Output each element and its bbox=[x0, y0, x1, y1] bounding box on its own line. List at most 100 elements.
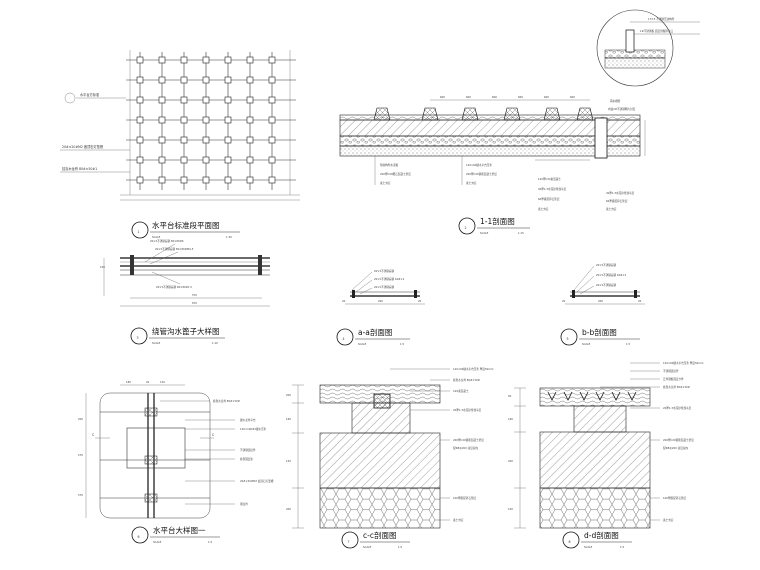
section-view-7: 200 160 150 200 120×60硬木平台压条 厚度50mm 挂靠木龙… bbox=[286, 367, 494, 529]
title-block-6: 6 水平台大样图一 SCALE 1:5 bbox=[131, 525, 220, 544]
plan-node bbox=[180, 176, 188, 184]
sec2-pier bbox=[373, 107, 391, 121]
svg-text:20×5不锈钢扁钢: 20×5不锈钢扁钢 bbox=[596, 263, 616, 267]
sec8-clip bbox=[611, 391, 621, 401]
svg-text:570: 570 bbox=[78, 493, 83, 497]
plan-node bbox=[180, 116, 188, 124]
svg-text:SCALE: SCALE bbox=[153, 540, 162, 544]
svg-text:挂靠木龙骨 80#×50#: 挂靠木龙骨 80#×50# bbox=[663, 385, 690, 389]
sec8-pier bbox=[573, 405, 627, 433]
svg-text:20×5不锈钢扁钢: 20×5不锈钢扁钢 bbox=[596, 283, 616, 287]
svg-text:SCALE: SCALE bbox=[584, 545, 593, 549]
svg-text:SCALE: SCALE bbox=[152, 235, 161, 239]
plan-node bbox=[202, 76, 210, 84]
svg-text:20厚1:3水泥砂浆找平层: 20厚1:3水泥砂浆找平层 bbox=[453, 408, 482, 412]
svg-text:100: 100 bbox=[100, 265, 105, 269]
title-block-1: 1 水平台标准段平面图 SCALE 1:30 bbox=[131, 220, 240, 239]
svg-text:200: 200 bbox=[508, 459, 513, 463]
svg-text:1:5: 1:5 bbox=[398, 545, 403, 549]
detail-view-6: 180 20 120 C C 挂靠木龙骨 80#×50# 硬木龙骨平台 120×… bbox=[78, 380, 274, 519]
plan-node bbox=[224, 96, 232, 104]
svg-text:200: 200 bbox=[78, 417, 83, 421]
svg-text:1:5: 1:5 bbox=[620, 545, 625, 549]
svg-text:8: 8 bbox=[569, 540, 571, 544]
svg-text:200厚C20钢筋混凝土垫层: 200厚C20钢筋混凝土垫层 bbox=[663, 438, 694, 442]
svg-text:1:30: 1:30 bbox=[226, 235, 232, 239]
section-view-8: 50 160 200 100 120×60硬木平台压条 厚度50mm 不锈钢连接… bbox=[508, 361, 704, 529]
sec2-note-right-1: 内嵌2#不锈钢网片封盖 bbox=[608, 107, 636, 111]
svg-text:20×5不锈钢扁钢: 20×5不锈钢扁钢 bbox=[374, 285, 394, 289]
svg-text:60厚级配碎石垫层: 60厚级配碎石垫层 bbox=[538, 197, 560, 201]
svg-text:d-d剖面图: d-d剖面图 bbox=[584, 530, 619, 540]
svg-text:30厚1:3水泥砂浆找平层: 30厚1:3水泥砂浆找平层 bbox=[606, 191, 635, 195]
svg-text:1:5: 1:5 bbox=[626, 342, 631, 346]
plan-node bbox=[224, 156, 232, 164]
title-block-3: 3 绕管沟水篦子大样图 SCALE 1:10 bbox=[130, 326, 225, 345]
svg-text:20厚1:3水泥砂浆找平层: 20厚1:3水泥砂浆找平层 bbox=[663, 406, 692, 410]
svg-text:100: 100 bbox=[508, 507, 513, 511]
svg-text:200厚C20细石混凝土垫层: 200厚C20细石混凝土垫层 bbox=[380, 172, 411, 176]
svg-text:30厚1:3水泥砂浆找平层: 30厚1:3水泥砂浆找平层 bbox=[538, 187, 567, 191]
sec2-pier bbox=[421, 107, 439, 121]
svg-text:C20素混凝土: C20素混凝土 bbox=[453, 389, 469, 393]
plan-node bbox=[158, 56, 166, 64]
svg-text:200: 200 bbox=[598, 299, 603, 303]
plan-horizontal-rails bbox=[126, 59, 296, 181]
plan-node bbox=[224, 116, 232, 124]
grate-clip-right bbox=[258, 255, 262, 275]
plan-node bbox=[180, 76, 188, 84]
svg-text:SCALE: SCALE bbox=[358, 342, 367, 346]
plan-node bbox=[180, 136, 188, 144]
svg-text:素土夯实: 素土夯实 bbox=[453, 518, 464, 522]
plan-node bbox=[224, 56, 232, 64]
sec2-callout-1: 1#不锈钢板 面层预留排水口 bbox=[640, 29, 674, 33]
svg-text:20: 20 bbox=[562, 299, 566, 303]
svg-text:钢龙骨: 钢龙骨 bbox=[240, 502, 248, 506]
sec2-drain-channel bbox=[594, 117, 608, 159]
plan-node bbox=[180, 56, 188, 64]
svg-text:硬木龙骨平台: 硬木龙骨平台 bbox=[240, 418, 256, 422]
det6-inner-plate bbox=[126, 427, 186, 469]
sec2-pier bbox=[503, 107, 521, 121]
plan-node bbox=[268, 56, 276, 64]
plan-node bbox=[136, 76, 144, 84]
svg-text:20: 20 bbox=[638, 299, 642, 303]
plan-note-b: 挂靠木龙骨 80#×50#1 bbox=[62, 166, 97, 171]
svg-text:200: 200 bbox=[286, 393, 291, 397]
det6-cut-right: C bbox=[212, 433, 215, 437]
det6-frame bbox=[99, 392, 211, 519]
svg-text:水平台标准段平面图: 水平台标准段平面图 bbox=[152, 220, 220, 230]
svg-text:素土夯实: 素土夯实 bbox=[380, 181, 391, 185]
plan-node bbox=[136, 116, 144, 124]
svg-text:200: 200 bbox=[378, 299, 383, 303]
svg-text:1:5: 1:5 bbox=[208, 540, 213, 544]
svg-text:6: 6 bbox=[138, 535, 140, 539]
svg-text:600: 600 bbox=[570, 95, 575, 99]
svg-text:20×5不锈钢扁钢 40#×2: 20×5不锈钢扁钢 40#×2 bbox=[596, 273, 627, 277]
plan-node bbox=[246, 156, 254, 164]
svg-text:120厚C20素混凝土: 120厚C20素混凝土 bbox=[538, 177, 561, 181]
svg-text:600: 600 bbox=[466, 95, 471, 99]
sec8-clip bbox=[595, 391, 605, 401]
sec2-piers bbox=[373, 107, 594, 121]
plan-node bbox=[246, 136, 254, 144]
svg-text:a-a剖面图: a-a剖面图 bbox=[358, 327, 392, 337]
sec2-note-right-0: 雨水槽管 bbox=[610, 99, 621, 103]
svg-text:挂靠木龙骨 80#×50#: 挂靠木龙骨 80#×50# bbox=[453, 378, 480, 382]
svg-text:600: 600 bbox=[492, 95, 497, 99]
plan-node bbox=[202, 96, 210, 104]
svg-text:素土夯实: 素土夯实 bbox=[606, 207, 617, 211]
plan-node bbox=[224, 76, 232, 84]
svg-text:600: 600 bbox=[518, 95, 523, 99]
svg-text:1:15: 1:15 bbox=[518, 231, 524, 235]
svg-text:160: 160 bbox=[508, 417, 513, 421]
plan-node bbox=[180, 156, 188, 164]
svg-text:20×5不锈钢扁钢: 20×5不锈钢扁钢 bbox=[374, 269, 394, 273]
svg-text:3: 3 bbox=[137, 336, 139, 340]
plan-node bbox=[246, 116, 254, 124]
svg-text:20: 20 bbox=[418, 299, 422, 303]
plan-node bbox=[268, 176, 276, 184]
svg-text:不锈钢连接件: 不锈钢连接件 bbox=[663, 369, 679, 373]
svg-text:素土夯实: 素土夯实 bbox=[663, 518, 674, 522]
